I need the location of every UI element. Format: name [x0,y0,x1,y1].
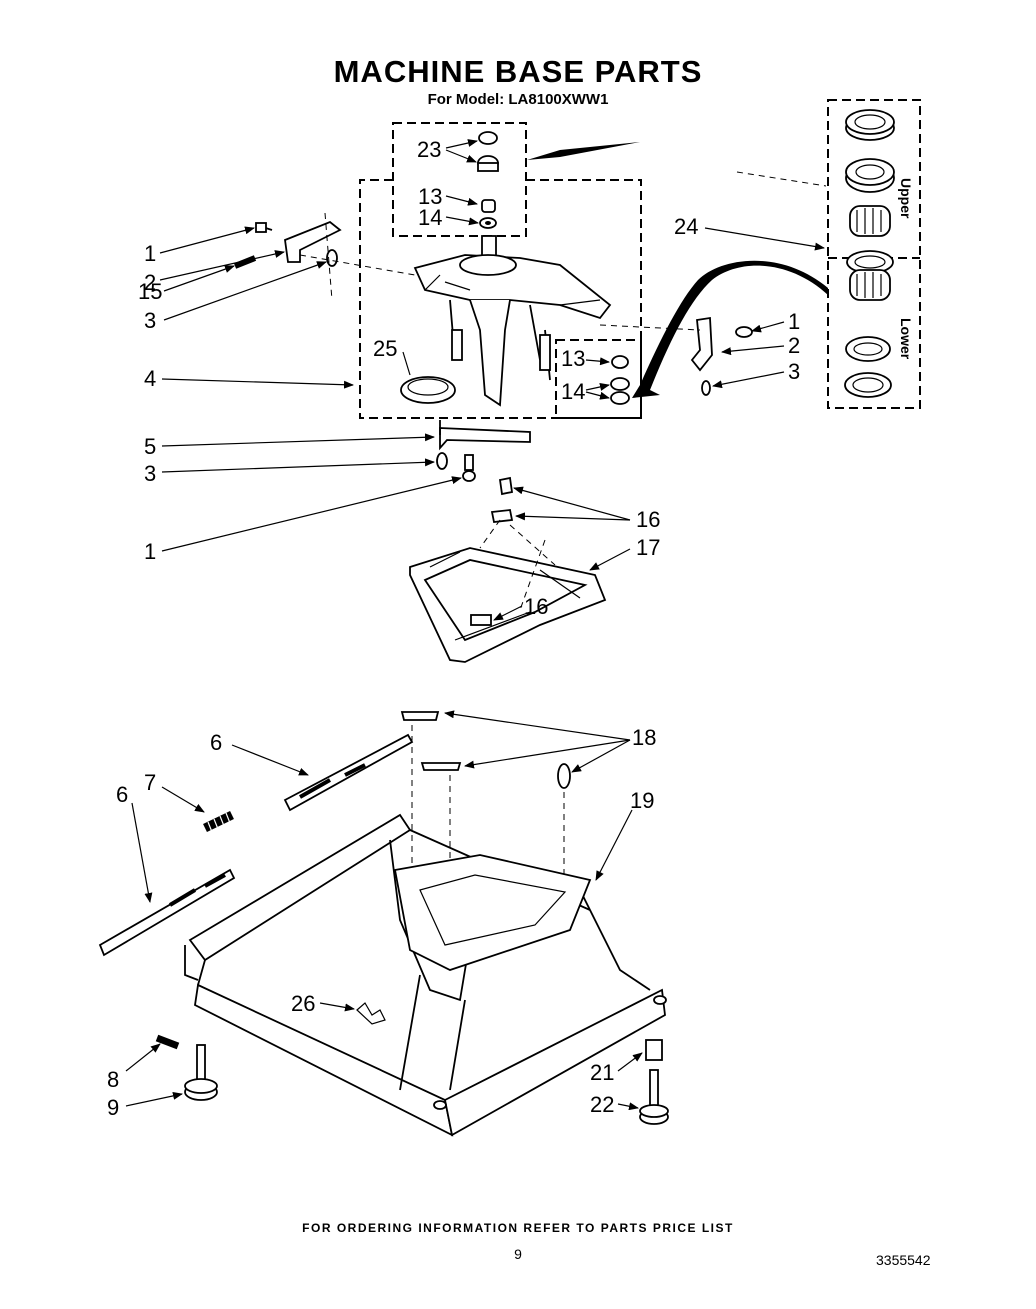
leveling-leg-9 [184,1044,218,1101]
callout-14-lower: 14 [561,379,585,404]
bracket-5 [439,420,531,451]
lower-bearing-group-box [555,339,642,419]
callout-6-upper: 6 [210,730,222,755]
bolt-1 [462,454,476,482]
bracket-right [599,316,753,396]
callout-21: 21 [590,1060,614,1085]
callout-13-upper: 13 [418,184,442,209]
bearing-kit-box [827,99,921,409]
callout-22: 22 [590,1092,614,1117]
base-support-assembly [413,235,612,407]
pad-18b [420,762,462,771]
callout-2-right: 2 [788,333,800,358]
callout-2-left: 2 [144,270,156,295]
leveling-leg-22 [639,1069,669,1125]
seal-25 [400,376,456,404]
callout-26: 26 [291,991,315,1016]
callout-4: 4 [144,366,156,391]
callout-23: 23 [417,137,441,162]
bracket-6-lower [98,868,236,957]
spring-3 [436,452,448,470]
callout-18: 18 [632,725,656,750]
lower-bearing-kit [844,269,892,398]
callout-1-right: 1 [788,309,800,334]
callout-3-right: 3 [788,359,800,384]
callout-17: 17 [636,535,660,560]
frame-17 [409,519,607,663]
callout-5: 5 [144,434,156,459]
base-frame [184,813,667,1137]
callout-16-lower: 16 [524,594,548,619]
callout-8: 8 [107,1067,119,1092]
bracket-left [233,212,416,301]
callout-16-upper: 16 [636,507,660,532]
bearing-14 [479,217,497,229]
arrow-to-upper-bearing [527,142,640,160]
pad-16b [490,509,514,523]
bracket-6-upper [283,733,414,812]
clip-26 [356,1002,386,1025]
arrow-from-bearing-kit [632,260,828,398]
callout-3-mid: 3 [144,461,156,486]
pad-18a [400,711,440,721]
leg-8 [155,1034,180,1050]
callout-15: 15 [138,279,162,304]
callout-7: 7 [144,770,156,795]
pad-16a [498,476,514,496]
bearing-cone-23 [477,131,499,172]
lower-kit-label: Lower [898,318,914,360]
callout-9: 9 [107,1095,119,1120]
upper-kit-label: Upper [898,178,914,219]
pad-18c [557,763,571,789]
callout-6-lower: 6 [116,782,128,807]
document-number: 3355542 [876,1252,931,1268]
lower-bearings [610,355,630,405]
page-number: 9 [514,1246,522,1262]
callout-19: 19 [630,788,654,813]
leader-lines [125,139,825,1111]
bearing-13 [481,199,496,213]
callout-13-lower: 13 [561,346,585,371]
callout-25: 25 [373,336,397,361]
nut-21 [645,1039,663,1061]
callout-14-upper: 14 [418,205,442,230]
callout-1-mid: 1 [144,539,156,564]
upper-bearing-kit [845,109,895,274]
spin-tube-group-box [359,179,642,419]
callout-24: 24 [674,214,698,239]
callout-1-left: 1 [144,241,156,266]
ordering-note: FOR ORDERING INFORMATION REFER TO PARTS … [302,1221,734,1235]
page-title: MACHINE BASE PARTS [333,54,703,89]
callout-3-left: 3 [144,308,156,333]
model-number: For Model: LA8100XWW1 [427,91,609,108]
spring-7 [203,810,234,833]
